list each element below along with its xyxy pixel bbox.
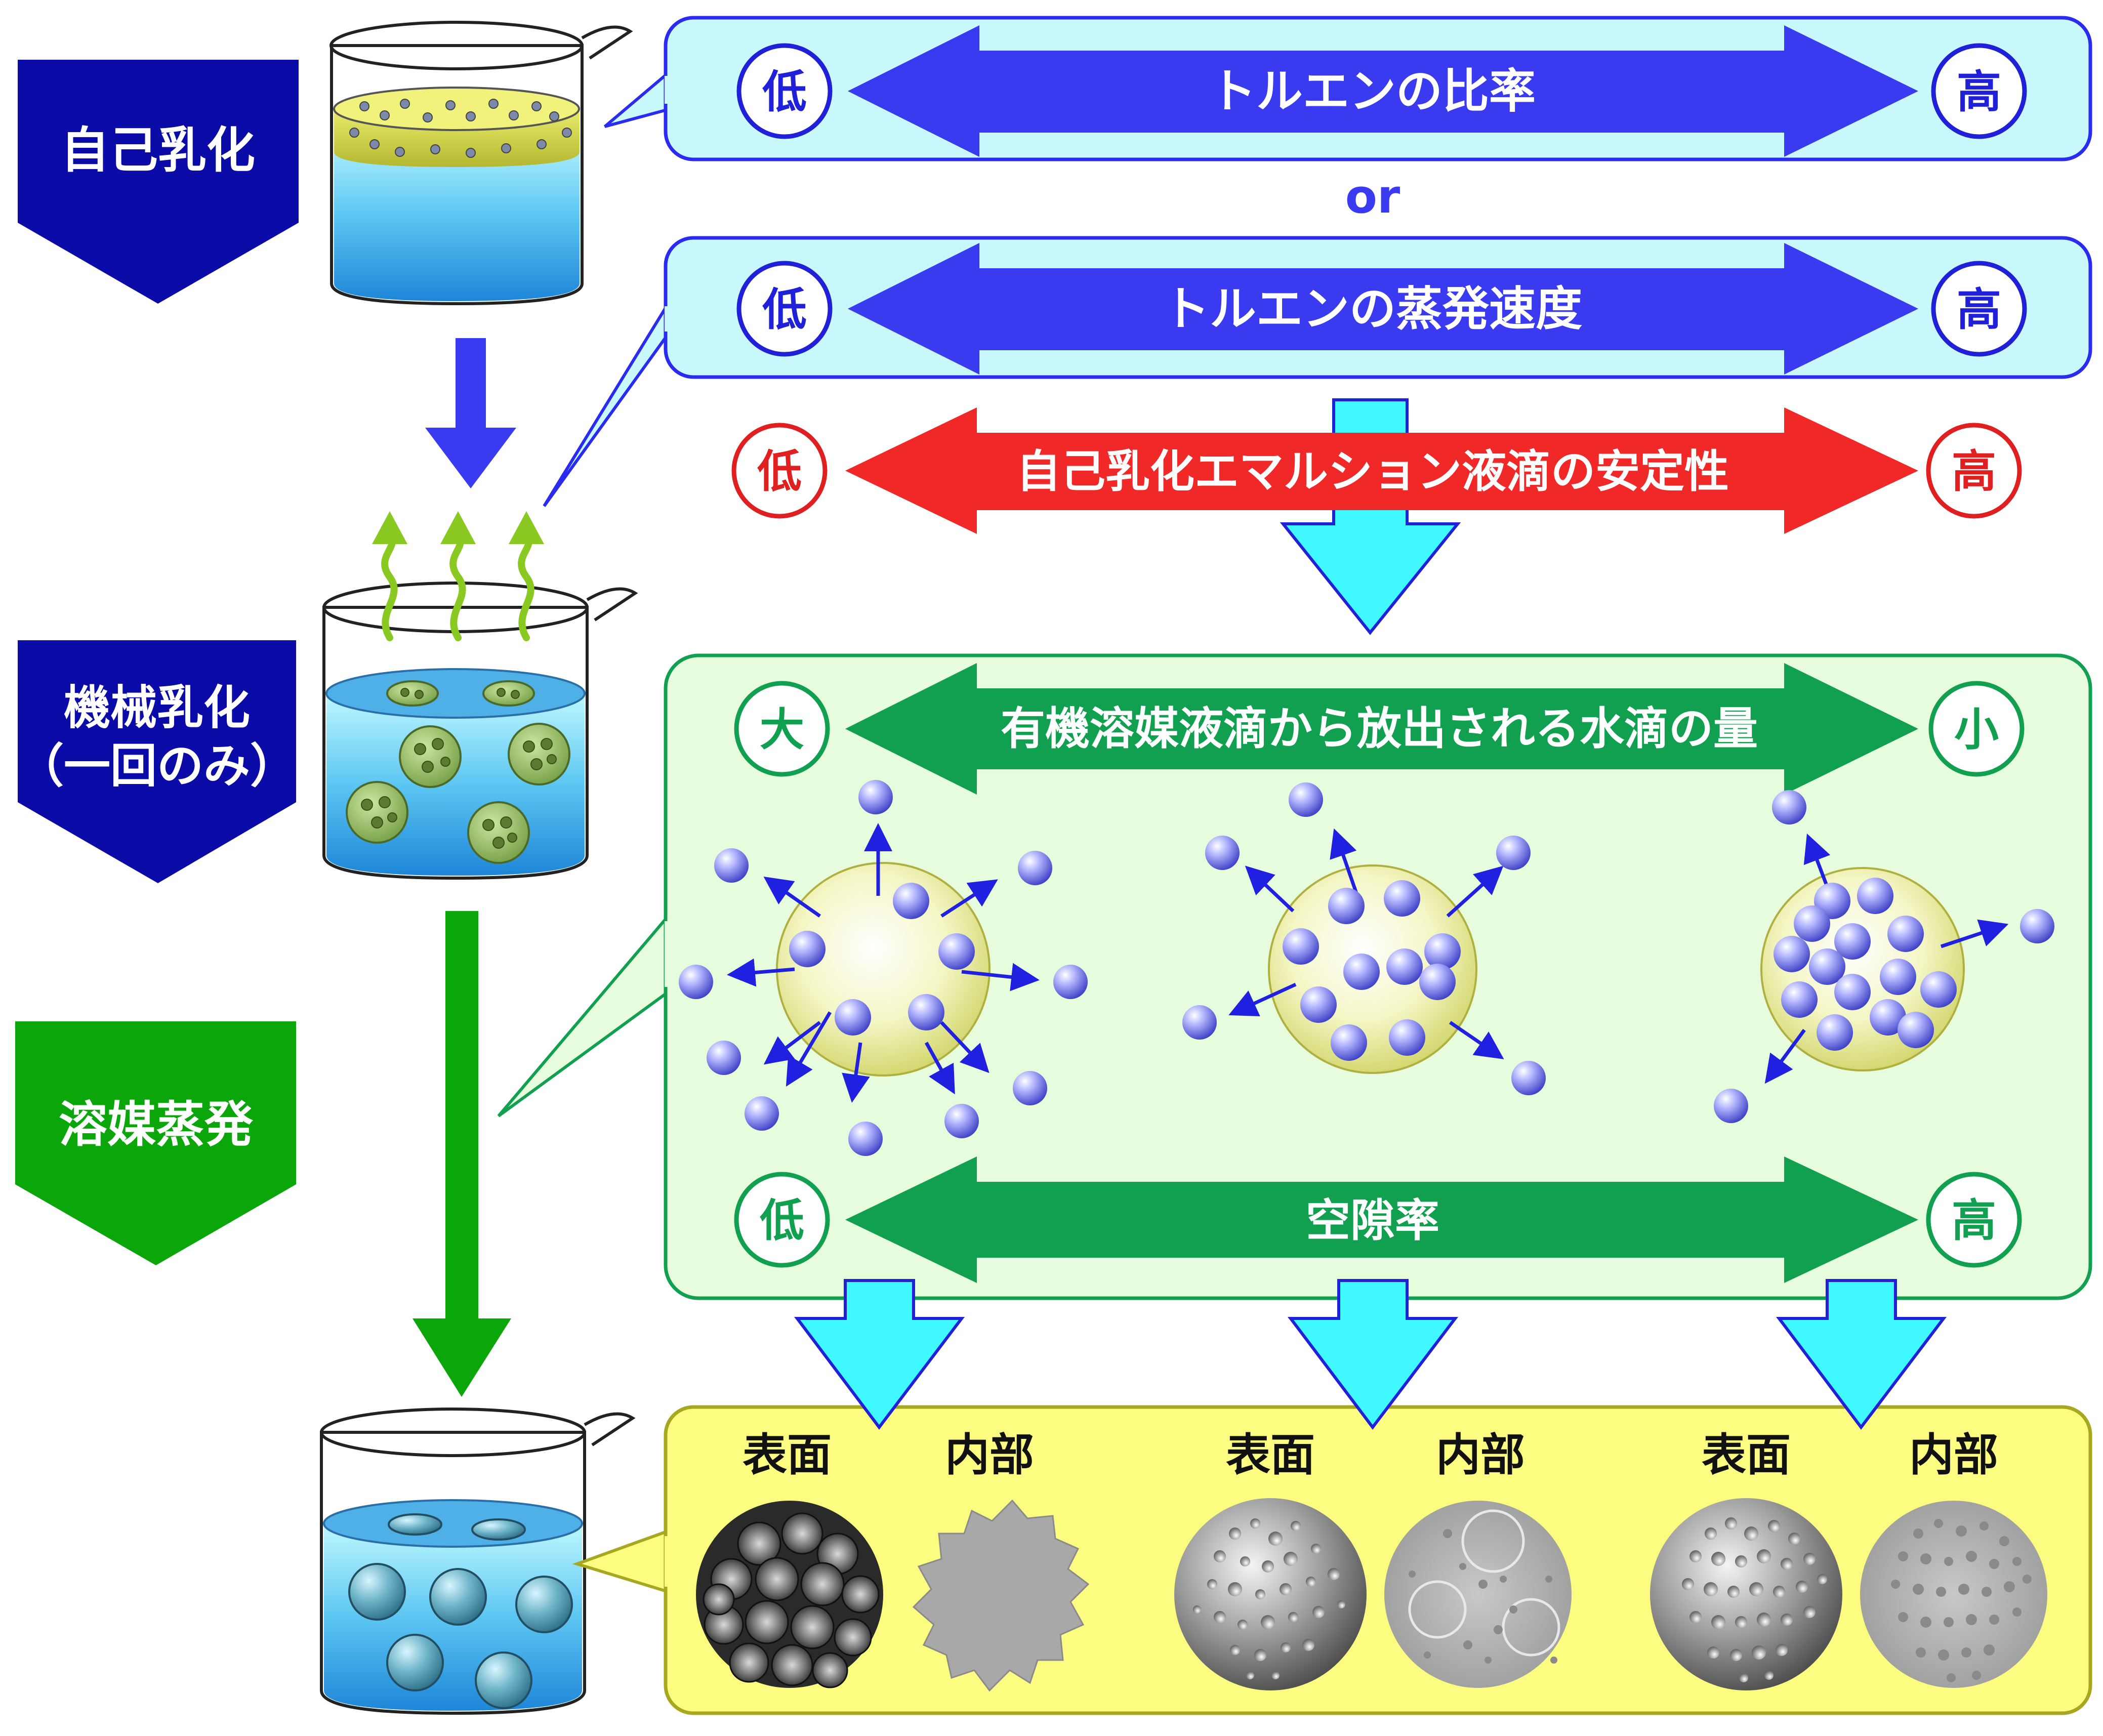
oil-layer-droplets — [349, 99, 572, 158]
porosity-high: 高 — [1952, 1194, 1996, 1247]
toluene-ratio-high: 高 — [1957, 66, 2001, 118]
flow-arrow-cyan-right — [1776, 1279, 1947, 1430]
stability-label: 自己乳化エマルション液滴の安定性 — [1016, 445, 1729, 498]
callout-pointer-4 — [572, 1528, 670, 1594]
droplet-illustration-low-release — [1714, 790, 2054, 1123]
row-porosity: 空隙率 低 高 — [734, 1156, 2022, 1283]
emulsion-droplets — [346, 680, 570, 864]
toluene-ratio-low: 低 — [762, 66, 807, 118]
result-1-surface-label: 表面 — [743, 1429, 832, 1481]
row-toluene-ratio: トルエンの比率 低 高 — [736, 25, 2027, 157]
result-3-surface-image — [1650, 1498, 1842, 1690]
flow-arrow-blue — [425, 338, 516, 488]
result-mid-porosity: 表面 内部 — [1174, 1429, 1572, 1690]
evaporation-rate-high: 高 — [1957, 283, 2001, 336]
flow-arrow-cyan-left — [794, 1279, 965, 1430]
flow-arrow-cyan-main — [1280, 398, 1461, 635]
result-1-interior-image — [912, 1499, 1090, 1692]
row-evaporation-rate: トルエンの蒸発速度 低 高 — [736, 243, 2027, 375]
emulsion-inner-droplets — [361, 688, 557, 849]
beaker-mechanical-emulsification — [322, 511, 638, 880]
result-3-surface-label: 表面 — [1702, 1429, 1791, 1481]
result-1-surface-image — [696, 1501, 883, 1688]
callout-pointer-2 — [543, 298, 670, 507]
water-release-high: 小 — [1954, 704, 1999, 756]
beaker-solvent-evaporation — [320, 1408, 636, 1715]
result-high-porosity: 表面 内部 — [1650, 1429, 2047, 1690]
callout-pointer-3 — [497, 912, 670, 1118]
water-release-low: 大 — [760, 704, 804, 756]
step-solvent-evaporation-label: 溶媒蒸発 — [59, 1096, 254, 1153]
result-2-interior-image — [1384, 1501, 1572, 1688]
result-2-surface-image — [1174, 1498, 1367, 1690]
step-solvent-evaporation: 溶媒蒸発 — [15, 1021, 296, 1265]
result-2-interior-label: 内部 — [1436, 1429, 1525, 1481]
vapor-arrows — [381, 533, 534, 641]
result-2-surface-label: 表面 — [1226, 1429, 1315, 1481]
result-3-interior-image — [1860, 1501, 2047, 1688]
porosity-low: 低 — [760, 1194, 804, 1247]
evaporation-rate-label: トルエンの蒸発速度 — [1163, 282, 1582, 336]
beads — [348, 1513, 573, 1709]
droplet-illustration-mid-release — [1182, 782, 1546, 1095]
step-mechanical-label-line1: 機械乳化 — [64, 681, 250, 735]
step-self-emulsification: 自己乳化 — [18, 60, 299, 304]
evaporation-rate-low: 低 — [762, 283, 807, 336]
row-water-release: 有機溶媒液滴から放出される水滴の量 大 小 — [734, 663, 2025, 795]
or-text: or — [1345, 170, 1400, 224]
flow-arrow-cyan-center — [1287, 1279, 1459, 1430]
stability-high: 高 — [1952, 445, 1996, 498]
stability-low: 低 — [757, 445, 802, 498]
result-3-interior-label: 内部 — [1909, 1429, 1998, 1481]
step-mechanical-emulsification: 機械乳化 （一回のみ） — [17, 640, 297, 883]
droplet-illustration-high-release — [679, 780, 1088, 1156]
flow-arrow-green — [413, 911, 511, 1397]
result-low-porosity: 表面 内部 — [696, 1429, 1090, 1692]
water-release-label: 有機溶媒液滴から放出される水滴の量 — [1001, 702, 1758, 755]
step-self-emulsification-label: 自己乳化 — [61, 122, 255, 179]
row-stability: 自己乳化エマルション液滴の安定性 低 高 — [731, 407, 2022, 534]
toluene-ratio-label: トルエンの比率 — [1210, 64, 1536, 118]
beaker-self-emulsification — [329, 21, 633, 306]
step-mechanical-label-line2: （一回のみ） — [17, 739, 297, 793]
porosity-label: 空隙率 — [1306, 1194, 1439, 1247]
result-1-interior-label: 内部 — [945, 1429, 1034, 1481]
callout-pointer-1 — [604, 67, 672, 128]
